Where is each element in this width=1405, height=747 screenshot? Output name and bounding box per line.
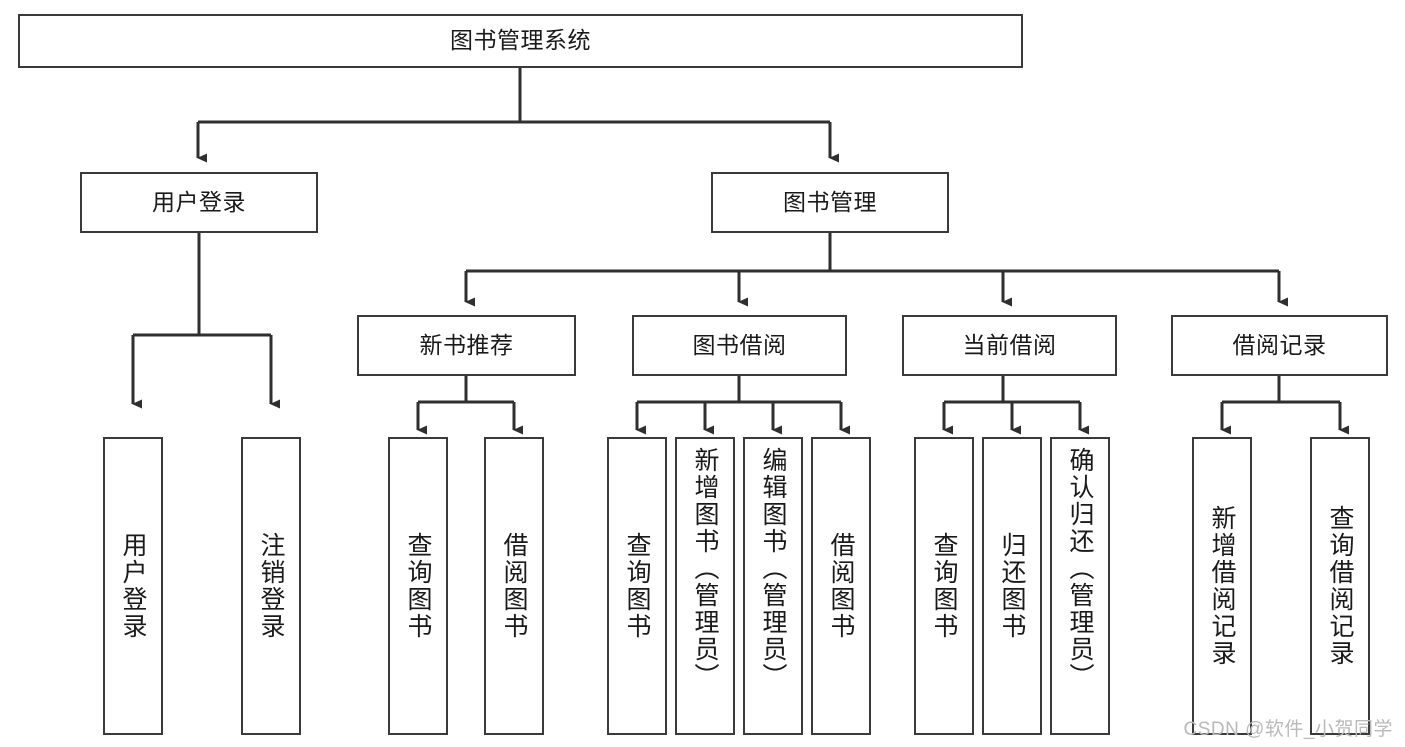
leaf-query-book-recommend[interactable]: 查询图书	[388, 437, 448, 735]
leaf-return-book[interactable]: 归还图书	[982, 437, 1042, 735]
node-label: 新书推荐	[419, 331, 514, 358]
node-label: 借阅图书	[500, 532, 528, 640]
node-label: 查询图书	[623, 532, 651, 640]
node-label: 用户登录	[152, 188, 246, 215]
node-label: 新增图书（管理员）	[691, 447, 719, 690]
watermark-text: CSDN @软件_小贺同学	[1183, 719, 1393, 740]
node-borrow-record[interactable]: 借阅记录	[1171, 315, 1388, 376]
node-label: 图书借阅	[692, 331, 787, 358]
node-book-management[interactable]: 图书管理	[711, 172, 949, 233]
leaf-confirm-return-admin[interactable]: 确认归还（管理员）	[1050, 437, 1110, 735]
leaf-borrow-book[interactable]: 借阅图书	[811, 437, 871, 735]
node-label: 编辑图书（管理员）	[759, 447, 787, 690]
leaf-query-book-borrow[interactable]: 查询图书	[607, 437, 667, 735]
node-label: 图书管理系统	[450, 27, 591, 54]
leaf-query-borrow-record[interactable]: 查询借阅记录	[1310, 437, 1370, 735]
leaf-logout[interactable]: 注销登录	[241, 437, 301, 735]
node-current-borrow[interactable]: 当前借阅	[902, 315, 1117, 376]
node-label: 用户登录	[119, 532, 147, 640]
node-label: 图书管理	[783, 188, 877, 215]
node-book-borrow[interactable]: 图书借阅	[632, 315, 847, 376]
node-label: 查询图书	[930, 532, 958, 640]
leaf-edit-book-admin[interactable]: 编辑图书（管理员）	[743, 437, 803, 735]
node-label: 当前借阅	[962, 331, 1057, 358]
node-label: 借阅记录	[1232, 331, 1327, 358]
node-label: 归还图书	[998, 532, 1026, 640]
node-label: 查询图书	[404, 532, 432, 640]
node-label: 新增借阅记录	[1208, 505, 1236, 667]
node-root-library-system[interactable]: 图书管理系统	[18, 14, 1023, 68]
node-label: 借阅图书	[827, 532, 855, 640]
node-label: 注销登录	[257, 532, 285, 640]
leaf-user-login[interactable]: 用户登录	[103, 437, 163, 735]
node-label: 确认归还（管理员）	[1066, 447, 1094, 690]
leaf-add-borrow-record[interactable]: 新增借阅记录	[1192, 437, 1252, 735]
leaf-add-book-admin[interactable]: 新增图书（管理员）	[675, 437, 735, 735]
node-label: 查询借阅记录	[1326, 505, 1354, 667]
leaf-query-book-current[interactable]: 查询图书	[914, 437, 974, 735]
node-user-login[interactable]: 用户登录	[80, 172, 318, 233]
leaf-borrow-book-recommend[interactable]: 借阅图书	[484, 437, 544, 735]
node-new-book-recommend[interactable]: 新书推荐	[357, 315, 576, 376]
